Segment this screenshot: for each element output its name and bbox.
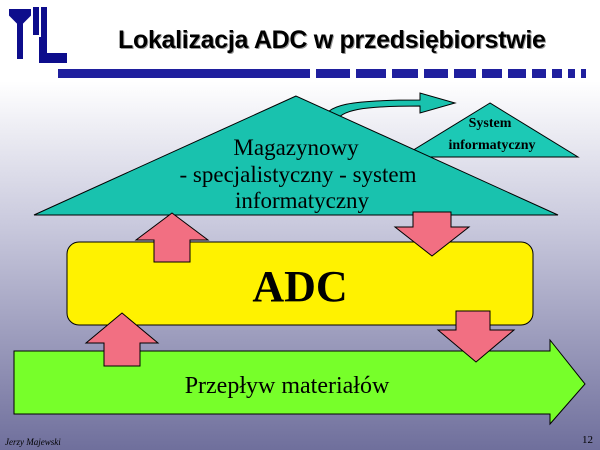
warehouse-system-triangle: [33, 95, 559, 216]
up-arrow-adc-to-warehouse: [134, 212, 210, 263]
warehouse-system-line1: Magazynowy: [233, 135, 359, 160]
information-system-triangle: [400, 102, 580, 158]
curved-link-arrow: [321, 92, 457, 123]
material-flow-arrow: [13, 338, 586, 426]
down-arrow-system-to-adc: [393, 211, 471, 257]
adc-label: ADC: [252, 262, 347, 311]
author-name: Jerzy Majewski: [5, 437, 61, 447]
information-system-line1: System: [469, 116, 512, 131]
title-decoration-bar: [58, 69, 586, 78]
institution-logo-icon: [7, 5, 69, 65]
down-arrow-adc-to-flow: [436, 310, 516, 363]
adc-box: [66, 241, 534, 326]
warehouse-system-line3: informatyczny: [235, 188, 370, 213]
material-flow-label: Przepływ materiałów: [185, 373, 390, 399]
up-arrow-flow-to-adc: [84, 312, 160, 367]
page-number: 12: [582, 434, 593, 446]
warehouse-system-line2: - specjalistyczny - system: [180, 162, 417, 187]
slide-title: Lokalizacja ADC w przedsiębiorstwie: [118, 26, 546, 54]
information-system-line2: informatyczny: [448, 138, 535, 153]
